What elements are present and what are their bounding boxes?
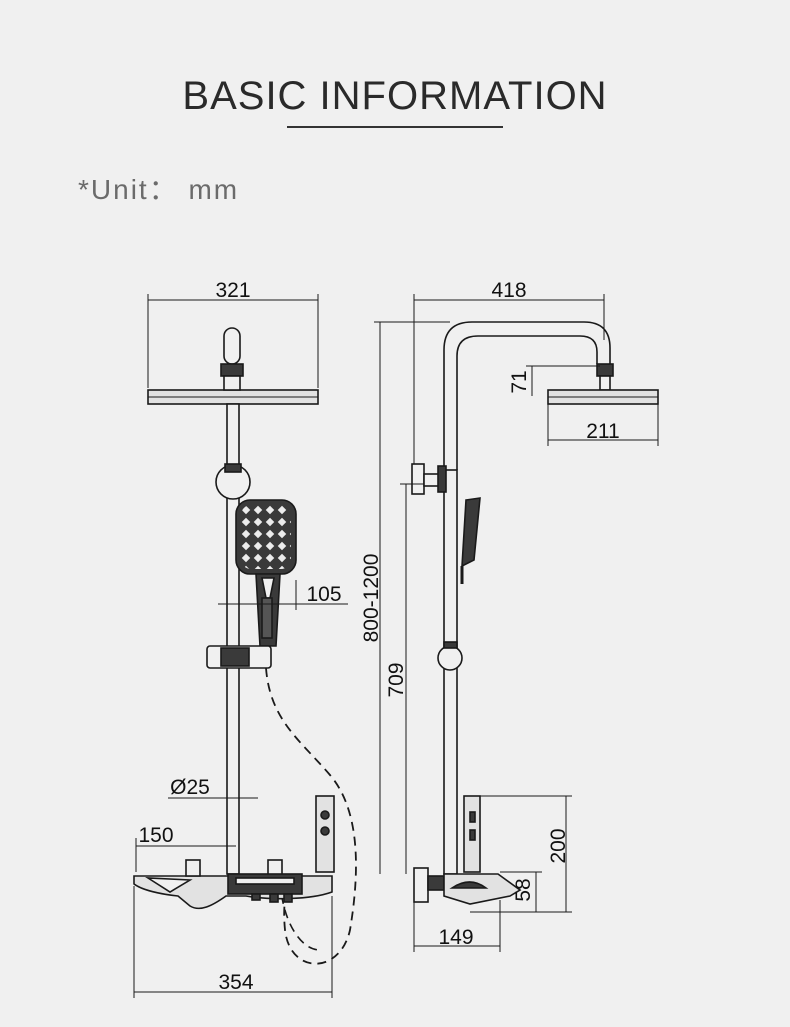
label-head-width: 321 [215,279,250,302]
page-title: BASIC INFORMATION [182,74,608,118]
label-mixer-depth: 149 [438,926,473,949]
dim-mixer-depth [413,900,501,952]
label-rail-height: 709 [385,662,408,697]
label-pipe-diameter: Ø25 [170,776,210,799]
dim-rail-height [400,483,424,874]
dim-handshower-depth [218,580,348,610]
side-hand-shower [461,497,481,568]
side-lower-joint [437,645,463,671]
label-head-depth: 211 [586,420,619,443]
head-connector [223,327,241,365]
label-mixer-offset: 150 [138,824,173,847]
label-total-width: 354 [218,971,253,994]
label-panel-height: 200 [547,828,570,863]
upper-wall-bracket [411,463,425,495]
dim-head-width [147,294,319,388]
label-arm-reach: 418 [491,279,526,302]
label-head-thickness: 71 [508,370,531,393]
dim-panel-height [480,795,572,912]
shower-arm [443,321,611,470]
hose-dashed [265,667,357,965]
label-handshower-depth: 105 [306,583,341,606]
title-underline [287,126,503,128]
label-mixer-height: 58 [512,878,535,901]
side-mixer-bracket [413,867,429,903]
side-riser-pipe [443,469,458,875]
dim-arm-reach [413,294,605,470]
unit-note: *Unit： mm [78,174,240,205]
dim-mixer-height [500,871,542,912]
mixer-left-knob [185,859,201,877]
dim-head-depth [547,404,659,446]
dim-head-thickness [526,365,600,396]
dim-height-range [374,321,450,874]
side-view [374,294,659,952]
side-tub-spout [443,873,522,905]
dim-total-width [133,886,333,998]
front-view [133,294,357,998]
label-height-range: 800-1200 [360,554,383,643]
dim-mixer-offset [135,838,236,872]
